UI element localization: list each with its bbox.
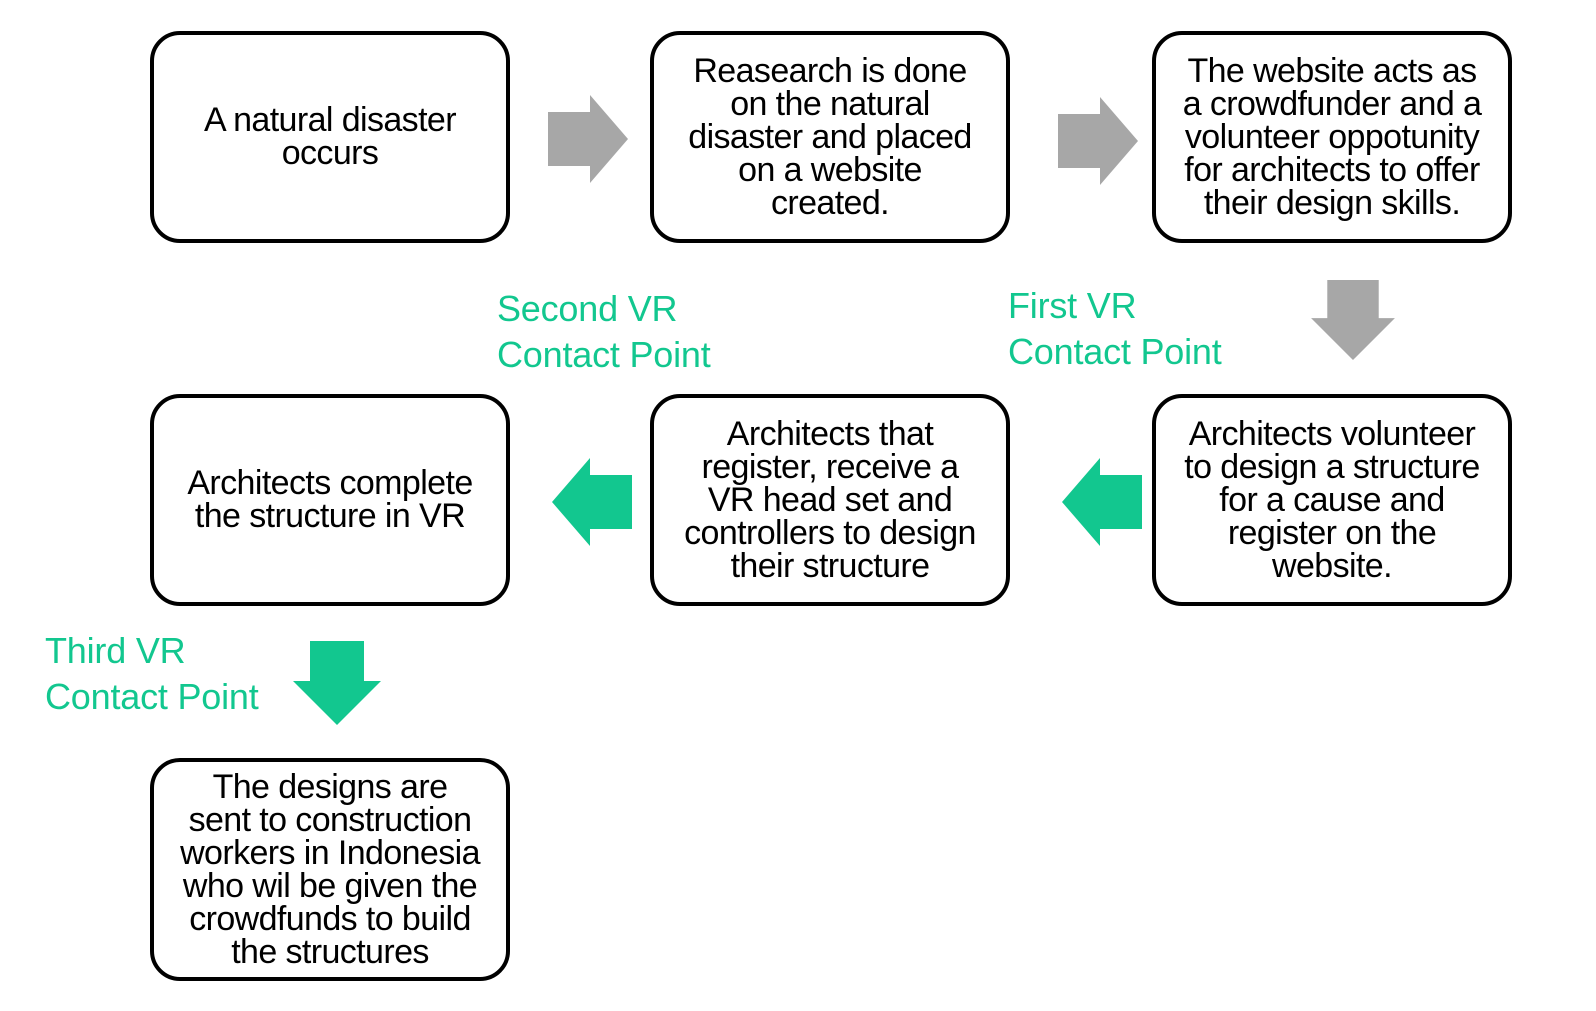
first-vr-contact-point-label: First VR Contact Point: [1008, 285, 1222, 372]
step-box-construction-workers: The designs are sent to construction wor…: [150, 758, 510, 981]
step-box-vr-headset: Architects that register, receive a VR h…: [650, 394, 1010, 606]
left-arrow-2-icon: [552, 458, 632, 546]
second-vr-contact-point-label: Second VR Contact Point: [497, 288, 711, 375]
third-vr-contact-point-label: Third VR Contact Point: [45, 630, 259, 717]
step-box-crowdfunder: The website acts as a crowdfunder and a …: [1152, 31, 1512, 243]
step-box-architects-volunteer: Architects volunteer to design a structu…: [1152, 394, 1512, 606]
step-box-complete-in-vr: Architects complete the structure in VR: [150, 394, 510, 606]
step-box-research-website: Reasearch is done on the natural disaste…: [650, 31, 1010, 243]
right-arrow-2-icon: [1058, 97, 1138, 185]
step-box-natural-disaster: A natural disaster occurs: [150, 31, 510, 243]
left-arrow-1-icon: [1062, 458, 1142, 546]
right-arrow-1-icon: [548, 95, 628, 183]
down-arrow-green-icon: [293, 641, 381, 725]
down-arrow-gray-icon: [1311, 280, 1395, 360]
